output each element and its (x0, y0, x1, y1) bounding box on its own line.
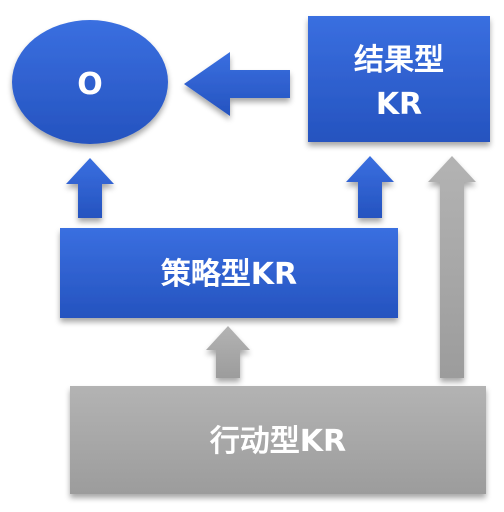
objective-label: O (77, 67, 103, 102)
action-kr-node (70, 386, 486, 494)
action-kr-label: 行动型KR (209, 424, 346, 459)
arrow-result-to-objective (184, 52, 290, 116)
strategy-kr-node (60, 228, 398, 318)
objective-node (12, 20, 168, 144)
arrow-action-to-strategy (206, 326, 250, 378)
result-kr-node (308, 16, 490, 142)
arrow-action-to-result (428, 156, 476, 378)
arrow-strategy-to-result (346, 156, 394, 218)
result-kr-label-line1: 结果型 (354, 43, 444, 78)
result-kr-label-line2: KR (376, 87, 422, 122)
strategy-kr-label: 策略型KR (161, 257, 297, 292)
arrow-strategy-to-objective (66, 158, 114, 218)
